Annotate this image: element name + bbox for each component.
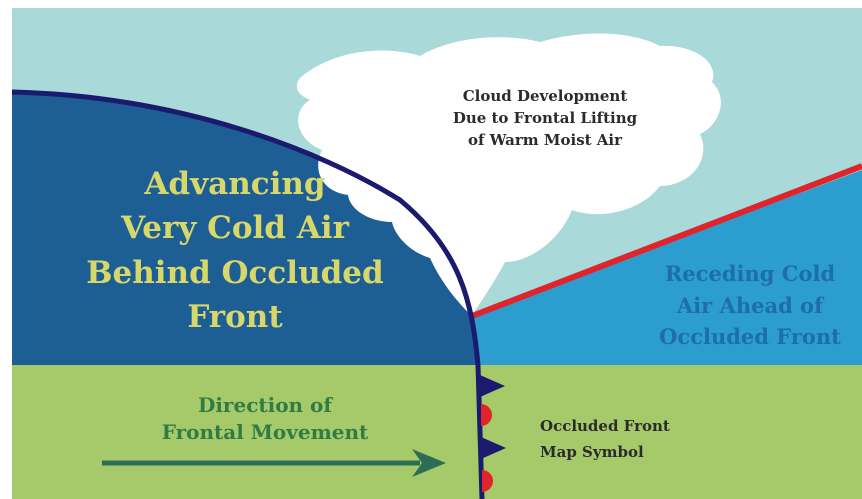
warm-front-semicircle (481, 404, 492, 426)
warm-air-boundary (470, 163, 862, 319)
symbol-label-line: Map Symbol (540, 442, 644, 461)
cloud-label-line: Due to Frontal Lifting (452, 108, 638, 127)
cold-front-triangle (481, 437, 506, 459)
direction-label-line: Direction of (197, 393, 332, 417)
cloud-label-line: Cloud Development (462, 87, 628, 105)
cold-air-label-line: Behind Occluded (86, 254, 384, 291)
ground (12, 365, 862, 499)
receding-label-line: Air Ahead of (676, 292, 824, 318)
frontal-movement-label: Direction of Frontal Movement (140, 392, 390, 446)
advancing-cold-air-label: Advancing Very Cold Air Behind Occluded … (40, 162, 430, 339)
cloud-development-label: Cloud Development Due to Frontal Lifting… (420, 86, 670, 151)
symbol-label-line: Occluded Front (540, 417, 670, 435)
arrow-head (412, 449, 446, 477)
warm-front-semicircle (482, 470, 493, 492)
receding-cold-air-region (472, 170, 862, 365)
cold-front-triangle (480, 375, 505, 397)
cold-air-label-line: Advancing (144, 166, 326, 202)
advancing-cold-air-region (12, 92, 478, 365)
cold-air-label-line: Very Cold Air (121, 210, 349, 247)
cold-air-label-line: Front (187, 298, 283, 335)
occluded-front-map-symbol (480, 375, 506, 492)
movement-arrow (102, 449, 446, 477)
occluded-front-line (11, 89, 485, 499)
cloud (296, 33, 721, 317)
receding-cold-air-label: Receding Cold Air Ahead of Occluded Fron… (620, 258, 862, 353)
cloud-label-line: of Warm Moist Air (467, 130, 623, 149)
receding-label-line: Receding Cold (664, 261, 836, 286)
map-symbol-label: Occluded Front Map Symbol (540, 414, 730, 465)
direction-label-line: Frontal Movement (161, 420, 369, 444)
receding-label-line: Occluded Front (659, 324, 841, 349)
